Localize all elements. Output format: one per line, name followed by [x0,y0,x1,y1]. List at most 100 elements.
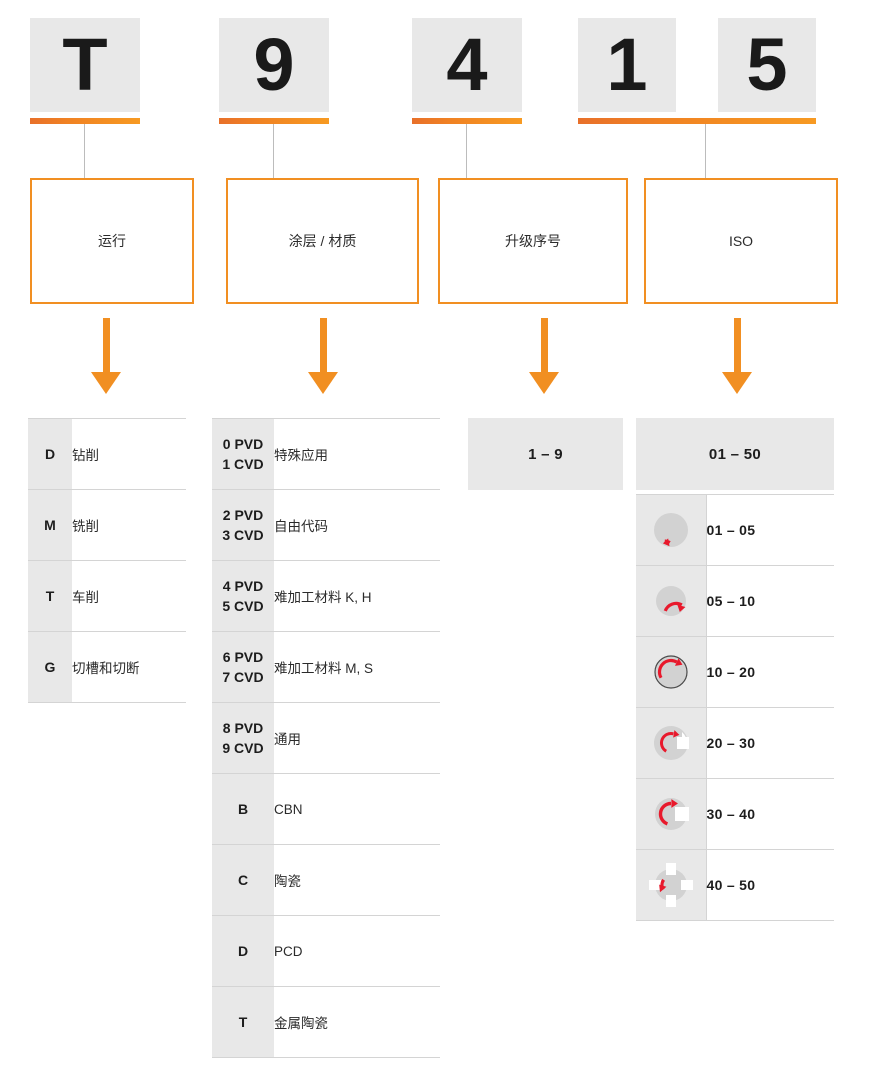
coating-key-cell: C [212,844,274,916]
wear-notch-medium-icon [636,778,707,850]
coating-value-cell: 陶瓷 [274,844,440,916]
coating-key-cell: T [212,986,274,1058]
wear-notch-large-icon [636,849,707,921]
upgrade-range-label: 1 – 9 [528,445,563,463]
iso-range-header-label: 01 – 50 [708,445,762,463]
coating-key-cell: 0 PVD 1 CVD [212,418,274,490]
upgrade-range-box: 1 – 9 [468,418,623,490]
connector-line-operation [84,124,85,178]
coating-key-line1: 8 PVD [222,719,264,736]
coating-value-cell: PCD [274,915,440,987]
table-row: 40 – 50 [636,849,834,921]
operation-key-cell: T [28,560,72,632]
coating-key-cell: D [212,915,274,987]
code-rule-upgrade [412,118,522,124]
operation-key-cell: D [28,418,72,490]
group-label-operation: 运行 [98,233,126,249]
operation-key-cell: G [28,631,72,703]
coating-key-line1: 2 PVD [222,506,264,523]
coating-value-cell: 自由代码 [274,489,440,561]
coating-key-cell: 8 PVD 9 CVD [212,702,274,774]
table-row: 20 – 30 [636,707,834,779]
arrow-operation [91,318,121,394]
operation-value-cell: 钻削 [72,418,186,490]
code-chip-4: 1 [578,18,676,112]
coating-key-line2: 1 CVD [222,456,264,472]
code-rule-coating [219,118,329,124]
coating-value-cell: 难加工材料 M, S [274,631,440,703]
coating-key-cell: 2 PVD 3 CVD [212,489,274,561]
coating-key-cell: B [212,773,274,845]
coating-key-line1: 0 PVD [222,435,264,452]
connector-line-coating [273,124,274,178]
coating-value-cell: 金属陶瓷 [274,986,440,1058]
code-chip-1: T [30,18,140,112]
coating-table: 0 PVD 1 CVD 特殊应用 2 PVD 3 CVD 自由代码 4 PVD 5 CVD 难加… [212,418,440,1058]
iso-range-cell: 40 – 50 [706,849,834,921]
operation-value-cell: 车削 [72,560,186,632]
coating-key-cell: 4 PVD 5 CVD [212,560,274,632]
coating-value-cell: 难加工材料 K, H [274,560,440,632]
operation-value-cell: 铣削 [72,489,186,561]
code-chip-2: 9 [219,18,329,112]
iso-range-cell: 05 – 10 [706,565,834,637]
wear-ring-outline-icon [636,636,707,708]
coating-value-cell: 特殊应用 [274,418,440,490]
code-rule-operation [30,118,140,124]
coating-key-line1: B [237,800,249,817]
coating-key-line1: 4 PVD [222,577,264,594]
coating-key-line2: 3 CVD [222,527,264,543]
coating-key-line1: T [238,1013,248,1030]
table-row: T 金属陶瓷 [212,986,440,1058]
table-row: C 陶瓷 [212,844,440,916]
code-chip-3: 4 [412,18,522,112]
arrow-iso [722,318,752,394]
coating-key-line1: D [237,942,249,959]
iso-range-cell: 20 – 30 [706,707,834,779]
group-box-coating: 涂层 / 材质 [226,178,419,304]
table-row: 01 – 05 [636,494,834,566]
iso-range-header: 01 – 50 [636,418,834,490]
coating-value-cell: 通用 [274,702,440,774]
code-chip-5: 5 [718,18,816,112]
iso-range-cell: 01 – 05 [706,494,834,566]
code-rule-iso [578,118,816,124]
group-label-coating: 涂层 / 材质 [288,233,357,249]
table-row: 8 PVD 9 CVD 通用 [212,702,440,774]
coating-key-cell: 6 PVD 7 CVD [212,631,274,703]
group-box-iso: ISO [644,178,838,304]
table-row: 4 PVD 5 CVD 难加工材料 K, H [212,560,440,632]
arrow-upgrade [529,318,559,394]
connector-line-iso [705,124,706,178]
coating-value-cell: CBN [274,773,440,845]
table-row: 6 PVD 7 CVD 难加工材料 M, S [212,631,440,703]
coating-key-line2: 5 CVD [222,598,264,614]
wear-notch-small-icon [636,707,707,779]
coating-key-line2: 7 CVD [222,669,264,685]
group-label-iso: ISO [728,233,754,249]
table-row: 10 – 20 [636,636,834,708]
coating-key-line1: 6 PVD [222,648,264,665]
operation-value-cell: 切槽和切断 [72,631,186,703]
table-row: 05 – 10 [636,565,834,637]
coating-key-line1: C [237,871,249,888]
connector-line-upgrade [466,124,467,178]
arrow-coating [308,318,338,394]
coating-table-body: 0 PVD 1 CVD 特殊应用 2 PVD 3 CVD 自由代码 4 PVD 5 CVD 难加… [212,418,440,1058]
table-row: 0 PVD 1 CVD 特殊应用 [212,418,440,490]
coating-key-line2: 9 CVD [222,740,264,756]
table-row: D PCD [212,915,440,987]
group-label-upgrade: 升级序号 [505,233,561,249]
iso-range-cell: 30 – 40 [706,778,834,850]
iso-range-cell: 10 – 20 [706,636,834,708]
wear-ring-three-quarter-icon [636,565,707,637]
table-row: B CBN [212,773,440,845]
table-row: 30 – 40 [636,778,834,850]
